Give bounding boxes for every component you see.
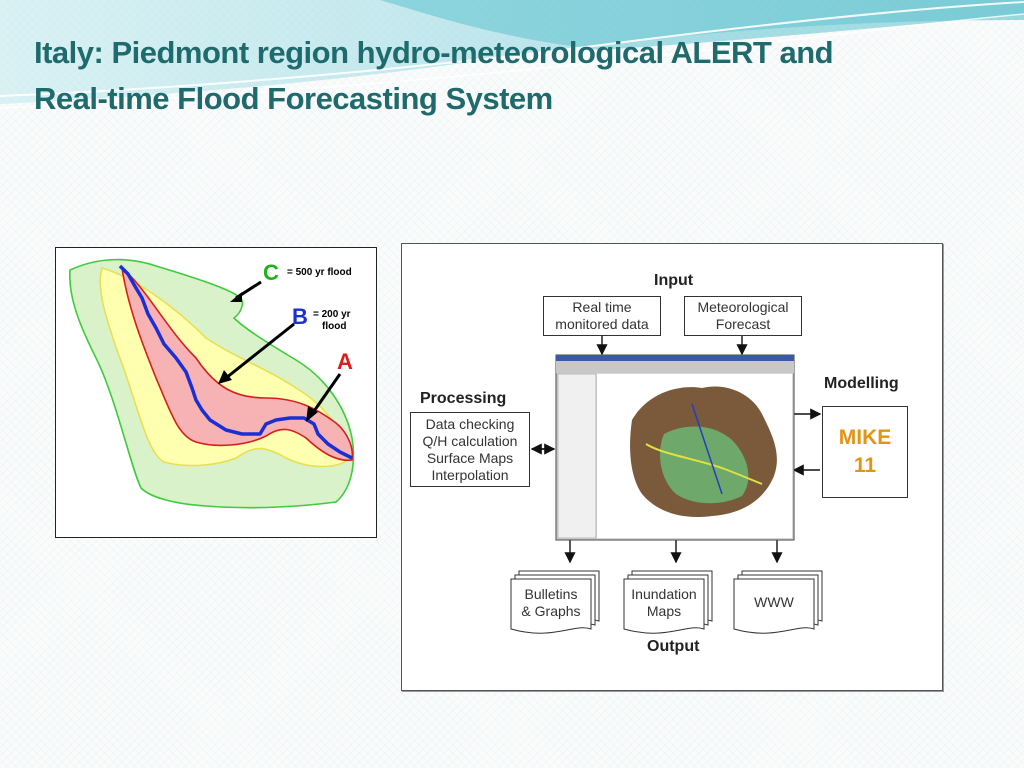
input-realtime-data-box: Real time monitored data xyxy=(543,296,661,336)
output-bulletins-label: Bulletins & Graphs xyxy=(511,586,591,620)
output-docs-bulletins xyxy=(510,570,600,634)
software-screenshot xyxy=(555,354,795,541)
header-swoosh-decoration xyxy=(0,0,1024,109)
input-box2-line2: Forecast xyxy=(715,316,771,332)
output-doc3: WWW xyxy=(754,594,794,610)
label-b-letter: B xyxy=(292,304,308,329)
output-doc1-line2: & Graphs xyxy=(521,603,581,619)
output-docs-inundation xyxy=(623,570,713,634)
input-heading: Input xyxy=(654,272,694,289)
diagram-connectors xyxy=(510,336,823,634)
flood-zone-illustration xyxy=(69,258,355,509)
processing-item-4: Interpolation xyxy=(431,466,509,483)
output-doc2-line2: Maps xyxy=(646,603,682,619)
arrow-a xyxy=(310,373,342,415)
modelling-heading: Modelling xyxy=(824,375,899,392)
label-c-letter: C xyxy=(263,260,279,285)
label-b-description-line1: = 200 yr xyxy=(313,309,351,320)
river-line xyxy=(118,264,353,460)
arrow-a-head xyxy=(306,406,318,422)
input-box1-line2: monitored data xyxy=(555,316,649,332)
output-inundation-label: Inundation Maps xyxy=(624,586,704,620)
processing-steps-box: Data checking Q/H calculation Surface Ma… xyxy=(410,412,530,487)
output-doc2-line1: Inundation xyxy=(631,586,697,602)
title-line-1: Italy: Piedmont region hydro-meteorologi… xyxy=(34,35,834,70)
label-c-description: = 500 yr flood xyxy=(287,267,352,278)
flood-zone-map: C = 500 yr flood B = 200 yr flood A xyxy=(55,247,377,538)
processing-item-2: Q/H calculation xyxy=(422,432,518,449)
model-name-line2: 11 xyxy=(853,454,877,477)
output-heading: Output xyxy=(647,638,700,655)
output-docs-www xyxy=(733,570,823,634)
processing-heading: Processing xyxy=(420,390,507,407)
arrow-b xyxy=(225,322,295,380)
processing-item-1: Data checking xyxy=(425,415,515,432)
output-doc1-line1: Bulletins xyxy=(524,586,578,602)
mike11-model-box: MIKE 11 xyxy=(822,406,908,498)
arrow-c-head xyxy=(230,292,242,302)
processing-item-3: Surface Maps xyxy=(426,449,514,466)
input-box2-line1: Meteorological xyxy=(697,299,789,315)
input-meteorological-forecast-box: Meteorological Forecast xyxy=(684,296,802,336)
arrow-b-head xyxy=(218,370,232,384)
title-line-2: Real-time Flood Forecasting System xyxy=(34,81,553,116)
label-b-description-line2: flood xyxy=(322,321,347,332)
zone-a-area xyxy=(120,266,354,462)
slide-title: Italy: Piedmont region hydro-meteorologi… xyxy=(34,30,994,122)
label-a-letter: A xyxy=(337,349,353,374)
output-www-label: WWW xyxy=(734,594,814,611)
model-name-line1: MIKE xyxy=(838,426,892,449)
forecasting-system-diagram: Input Real time monitored data Meteorolo… xyxy=(401,243,943,691)
input-box1-line1: Real time xyxy=(572,299,632,315)
